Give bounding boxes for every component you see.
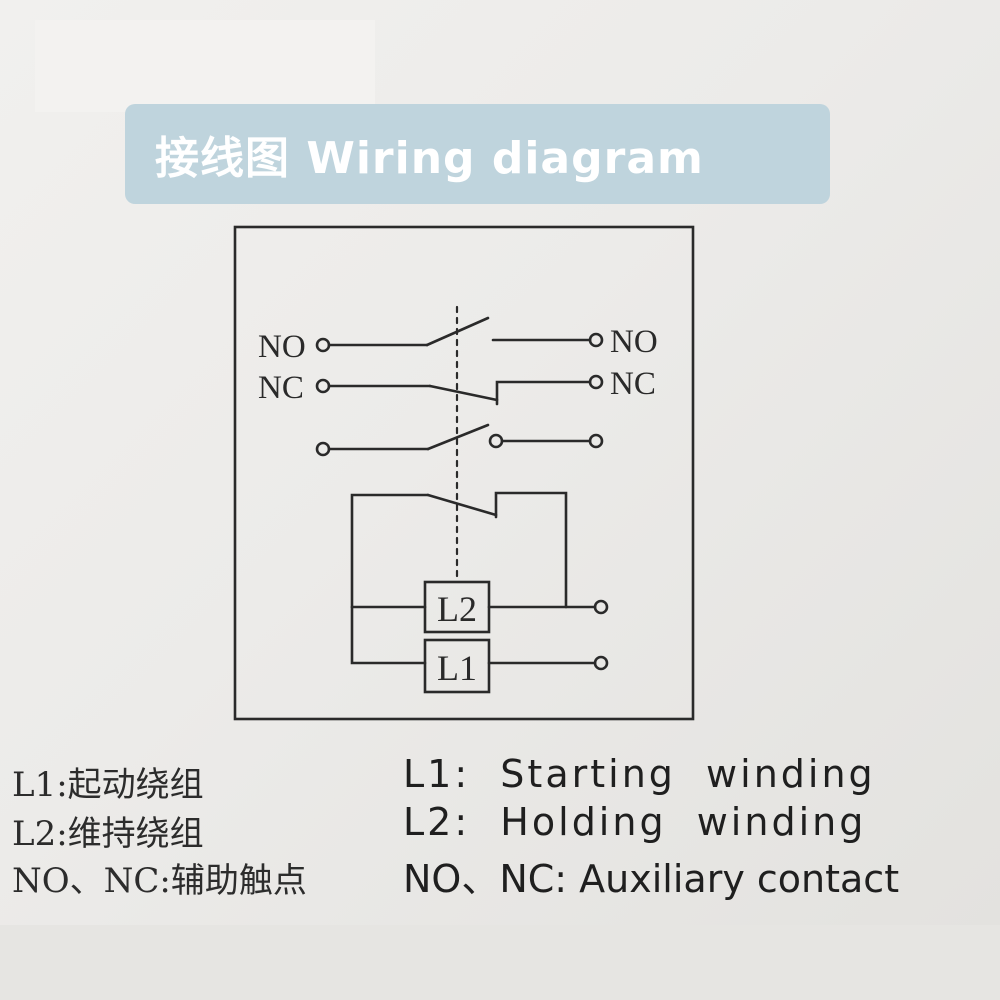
wire-l1-left: [350, 605, 427, 665]
bottom-band: [0, 925, 1000, 1000]
coil-l1-box: [423, 638, 491, 694]
terminal-left-main: [315, 441, 331, 457]
legend-cn-no-nc: NO、NC:辅助触点: [12, 861, 307, 901]
contact-row2-blade: [428, 384, 499, 402]
wire-internal-right: [494, 491, 568, 609]
label-left-nc: NC: [258, 370, 304, 406]
contact-row4-blade: [426, 493, 498, 517]
wire-internal-left: [350, 493, 430, 609]
coil-l1-label: L1: [437, 648, 477, 688]
title-banner: 接线图 Wiring diagram: [125, 104, 830, 204]
terminal-left-no: [315, 337, 331, 353]
coil-l2-label: L2: [437, 589, 477, 629]
contact-row3-point: [488, 433, 504, 449]
terminal-l2: [593, 599, 609, 615]
label-right-nc: NC: [610, 366, 656, 402]
legend-en-l1: L1: Starting winding: [403, 752, 876, 796]
legend-en-no-nc: NO、NC: Auxiliary contact: [403, 857, 900, 901]
terminal-l1: [593, 655, 609, 671]
terminal-right-main: [588, 433, 604, 449]
legend-en-l2: L2: Holding winding: [403, 800, 867, 844]
wire-row2-right: [495, 380, 592, 406]
label-right-no: NO: [610, 324, 658, 360]
label-left-no: NO: [258, 329, 306, 365]
terminal-left-nc: [315, 378, 331, 394]
diagram-frame: [233, 225, 695, 721]
terminal-right-no: [588, 332, 604, 348]
diagram-title: 接线图 Wiring diagram: [155, 133, 704, 184]
paper-corner-patch: [35, 20, 375, 112]
contact-row3-blade: [426, 423, 490, 451]
legend-cn-l1: L1:起动绕组: [12, 765, 204, 805]
terminal-right-nc: [588, 374, 604, 390]
legend-cn-l2: L2:维持绕组: [12, 814, 204, 854]
